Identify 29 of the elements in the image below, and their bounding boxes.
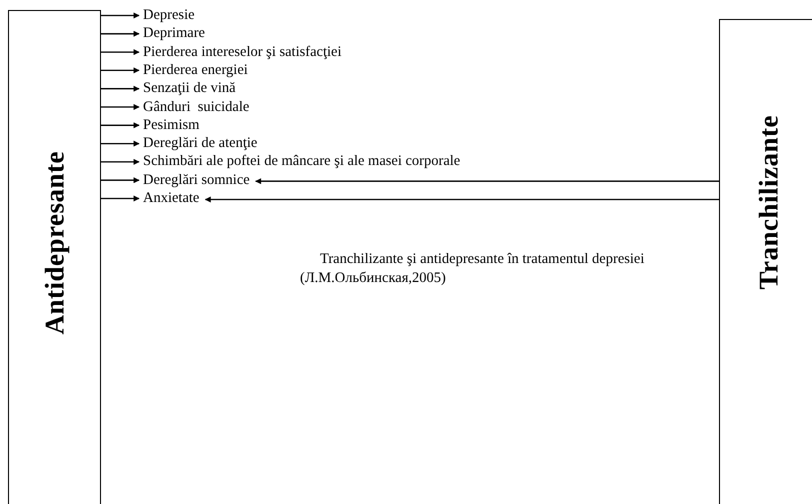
arrow <box>101 122 140 128</box>
symptom-text: Anxietate <box>143 190 200 207</box>
symptom-text: Dereglări de atenţie <box>143 135 258 152</box>
symptom-text: Senzaţii de vină <box>143 80 236 98</box>
arrow <box>204 196 719 202</box>
caption: Tranchilizante şi antidepresante în tratamentul depresiei (Л.М.Ольбинская,2005) <box>300 250 646 288</box>
symptom-text: Depresie <box>143 7 195 24</box>
symptom-text: Pierderea energiei <box>143 62 248 79</box>
category-box <box>8 10 101 504</box>
category-label: Antidepresante <box>41 151 68 335</box>
symptom-text: Deprimare <box>143 25 205 42</box>
arrow <box>101 86 140 92</box>
arrow <box>101 104 140 110</box>
arrow <box>101 140 140 147</box>
symptom-text: Gânduri suicidale <box>143 98 250 116</box>
arrow <box>101 177 140 184</box>
symptom-text: Pierderea intereselor şi satisfacţiei <box>143 44 342 61</box>
arrow <box>101 49 140 56</box>
category-label: Tranchilizante <box>756 115 782 290</box>
symptom-text: Schimbări ale poftei de mâncare şi ale masei corporale <box>143 153 460 170</box>
arrow <box>101 196 140 202</box>
arrow <box>101 67 140 74</box>
symptom-text: Dereglări somnice <box>143 172 250 189</box>
arrow <box>101 158 140 165</box>
category-box <box>719 19 812 504</box>
arrow <box>101 12 140 18</box>
symptom-text: Pesimism <box>143 116 200 134</box>
arrow <box>255 178 719 184</box>
arrow <box>101 30 140 37</box>
